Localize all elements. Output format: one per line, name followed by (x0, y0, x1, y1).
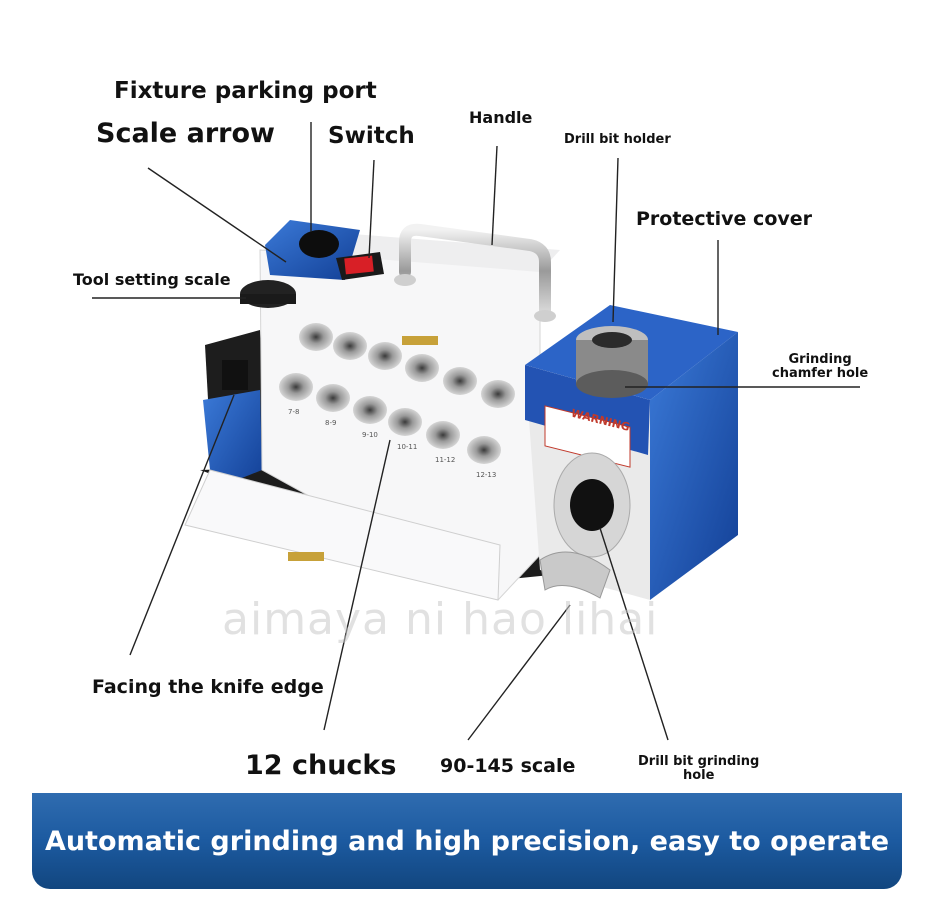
label-drill-bit-grinding-hole: Drill bit grinding hole (638, 755, 759, 783)
chuck-size-label: 12-13 (476, 471, 496, 479)
handle-graphic (399, 223, 551, 318)
tool-setting-dial (240, 280, 296, 308)
chucks-row-bottom (279, 373, 501, 464)
bottom-banner: Automatic grinding and high precision, e… (32, 793, 902, 889)
label-tool-setting-scale: Tool setting scale (73, 270, 231, 289)
brass-clip-bottom (288, 552, 324, 561)
fixture-parking-port-block (265, 220, 360, 280)
leader-lines (92, 122, 860, 741)
left-fixture-block (203, 330, 268, 490)
label-scale-arrow: Scale arrow (96, 118, 275, 149)
angle-scale-arc (539, 551, 611, 599)
label-drill-bit-grinding-hole-line2: hole (682, 768, 715, 783)
label-grinding-chamfer-hole-line2: chamfer hole (772, 366, 869, 381)
front-flap (184, 469, 501, 601)
label-grinding-chamfer-hole-line1: Grinding (788, 352, 852, 367)
chuck-size-label: 11-12 (435, 456, 455, 464)
brass-clip-top (402, 336, 438, 345)
label-12-chucks: 12 chucks (245, 750, 397, 781)
watermark-text: aimaya ni hao lihai (222, 594, 659, 645)
label-protective-cover: Protective cover (636, 208, 813, 230)
label-handle: Handle (469, 108, 533, 127)
chuck-size-label: 10-11 (397, 443, 417, 451)
label-switch: Switch (328, 123, 415, 149)
label-grinding-chamfer-hole: Grinding chamfer hole (772, 353, 868, 381)
drill-bit-holder-graphic (576, 326, 648, 398)
chucks-row-top (299, 323, 515, 408)
red-switch-graphic (336, 252, 384, 280)
chuck-size-label: 7-8 (288, 408, 299, 416)
label-drill-bit-grinding-hole-line1: Drill bit grinding (638, 754, 760, 769)
chuck-size-label: 9-10 (362, 431, 378, 439)
grinding-hole-disk (553, 452, 631, 558)
chuck-size-label: 8-9 (325, 419, 336, 427)
label-drill-bit-holder: Drill bit holder (564, 132, 671, 147)
banner-text: Automatic grinding and high precision, e… (44, 825, 890, 857)
label-fixture-parking-port: Fixture parking port (114, 78, 377, 104)
label-facing-knife-edge: Facing the knife edge (92, 676, 324, 698)
label-90-145-scale: 90-145 scale (440, 755, 576, 777)
